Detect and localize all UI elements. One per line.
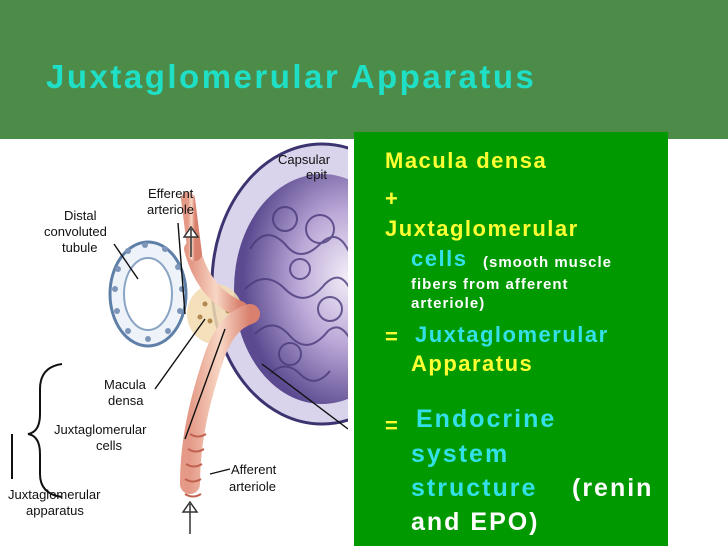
result1-line2: Apparatus — [411, 351, 534, 376]
label-efferent: Efferent — [148, 186, 194, 201]
equals-sign-2: = — [385, 413, 400, 438]
jg-text-line1: Juxtaglomerular — [385, 216, 579, 241]
macula-densa-text: Macula densa — [385, 148, 548, 173]
capillary-loops — [244, 206, 351, 382]
result2-note-line2: and EPO) — [411, 508, 540, 536]
label-densa: densa — [108, 393, 144, 408]
label-epit: epit — [306, 167, 327, 182]
label-tubule: tubule — [62, 240, 98, 255]
slide-title: Juxtaglomerular Apparatus — [46, 58, 537, 95]
anatomy-figure: Capsular epit Efferent arteriole Distal … — [0, 139, 434, 546]
label-capsular: Capsular — [278, 152, 331, 167]
label-apparatus: apparatus — [26, 503, 84, 518]
label-afferent-arteriole: arteriole — [229, 479, 276, 494]
jg-note-line2: fibers from afferent — [411, 276, 569, 293]
label-jg-cells: Juxtaglomerular — [54, 422, 147, 437]
tubule-cells — [112, 242, 185, 342]
result2-line3: structure — [411, 474, 538, 502]
leader-lines — [113, 222, 349, 475]
label-distal: Distal — [64, 208, 97, 223]
apparatus-bracket — [27, 363, 63, 498]
plus-sign: + — [385, 186, 400, 211]
jg-note-line3: arteriole) — [411, 295, 486, 312]
label-convoluted: convoluted — [44, 224, 107, 239]
result2-line2: system — [411, 440, 510, 468]
label-jg-apparatus: Juxtaglomerular — [8, 487, 101, 502]
definition-panel — [354, 132, 668, 546]
result1-line1: Juxtaglomerular — [415, 322, 609, 347]
label-macula: Macula — [104, 377, 146, 392]
jg-text-line2: cells — [411, 246, 468, 271]
efferent-flow-arrow — [182, 225, 200, 257]
label-efferent-arteriole: arteriole — [147, 202, 194, 217]
equals-sign-1: = — [385, 324, 400, 349]
label-cells: cells — [96, 438, 123, 453]
jg-note-line1: (smooth muscle — [483, 254, 613, 271]
title-bar — [0, 0, 728, 139]
afferent-flow-arrow — [181, 500, 199, 534]
result2-line1: Endocrine — [416, 405, 557, 433]
result2-note-line1: (renin — [572, 474, 654, 502]
label-afferent: Afferent — [231, 462, 277, 477]
